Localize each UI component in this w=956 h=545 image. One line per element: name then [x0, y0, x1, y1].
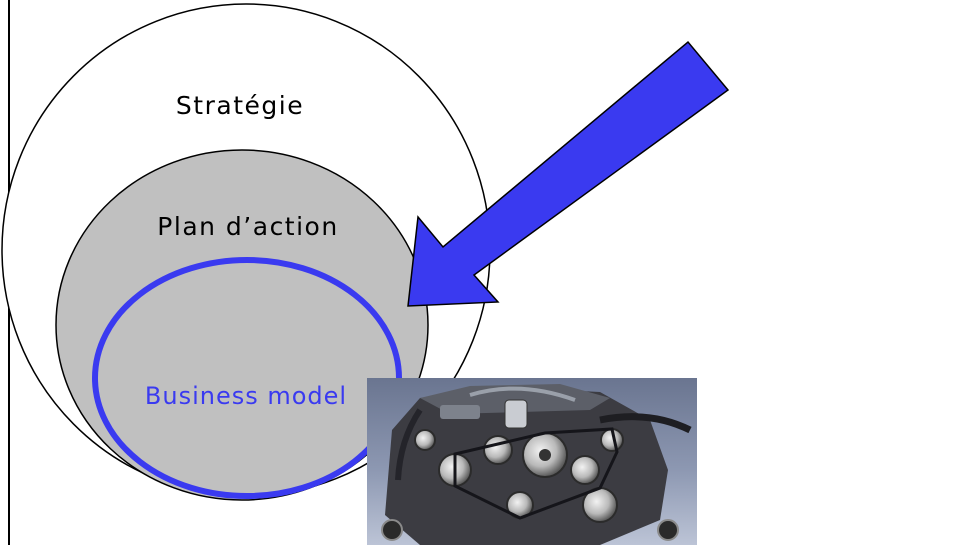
business-model-circle — [92, 257, 402, 499]
action-plan-label: Plan d’action — [157, 212, 338, 241]
strategy-label: Stratégie — [176, 91, 304, 120]
engine-photo — [367, 378, 697, 545]
business-model-label: Business model — [145, 382, 347, 410]
blue-arrow — [407, 40, 730, 307]
